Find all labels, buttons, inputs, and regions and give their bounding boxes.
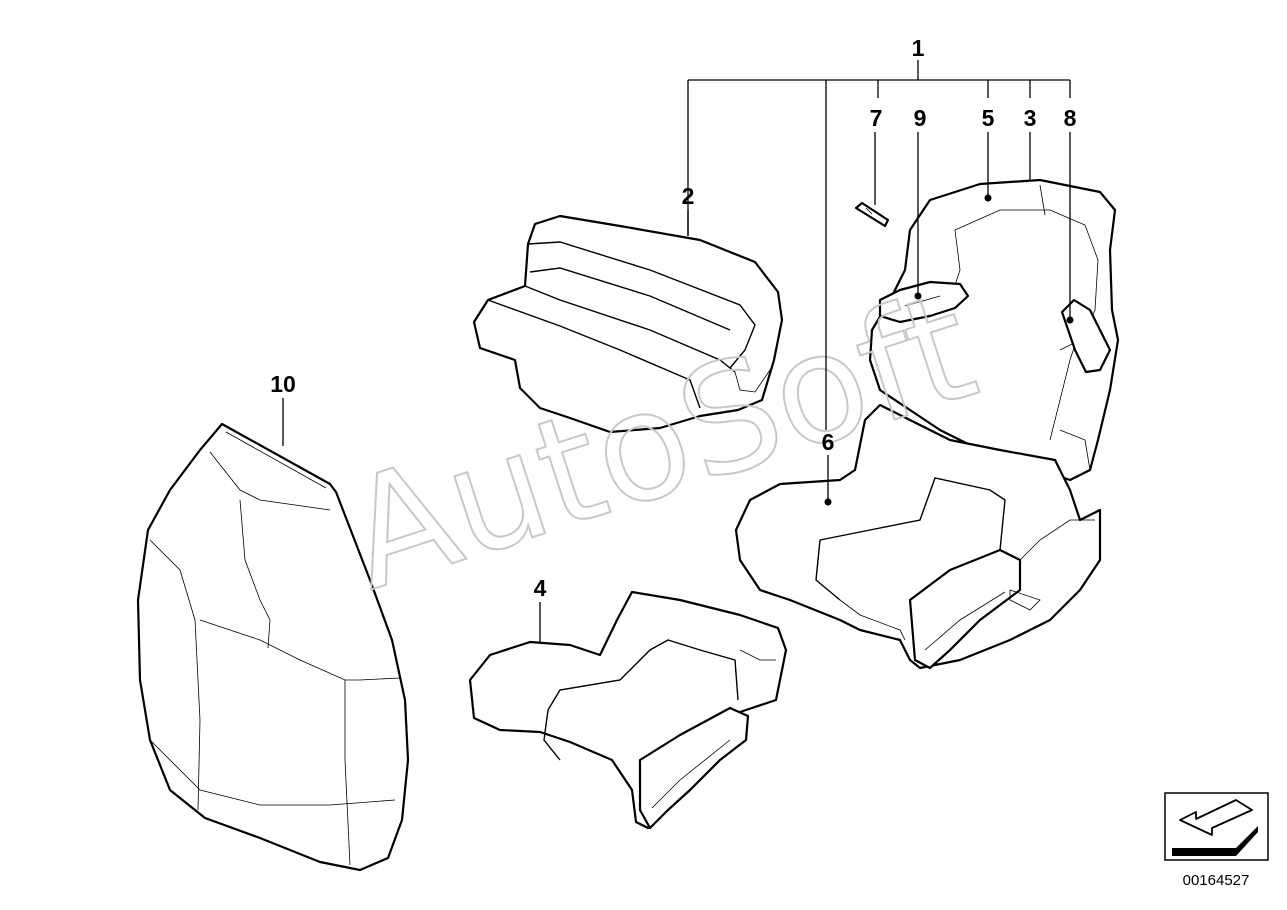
callout-10: 10 — [270, 371, 296, 397]
part-1-seat-assembly — [734, 178, 1120, 670]
direction-arrow-icon — [1164, 792, 1269, 861]
part-10-seat-cover — [136, 422, 410, 872]
part-7-pin — [854, 201, 890, 228]
callout-7: 7 — [870, 105, 883, 131]
callout-8: 8 — [1064, 105, 1077, 131]
callout-3: 3 — [1024, 105, 1037, 131]
leader-lines — [282, 60, 1074, 642]
callout-2: 2 — [682, 183, 695, 209]
callout-5: 5 — [982, 105, 995, 131]
callout-4: 4 — [534, 575, 547, 601]
callout-9: 9 — [914, 105, 927, 131]
part-2-backrest-pad — [472, 214, 784, 434]
callout-1: 1 — [912, 35, 925, 61]
part-4-seat-cushion — [468, 590, 788, 830]
callout-labels: 1 2 3 4 5 6 7 8 9 10 — [270, 35, 1076, 601]
document-number: 00164527 — [1183, 872, 1250, 889]
callout-6: 6 — [822, 429, 835, 455]
